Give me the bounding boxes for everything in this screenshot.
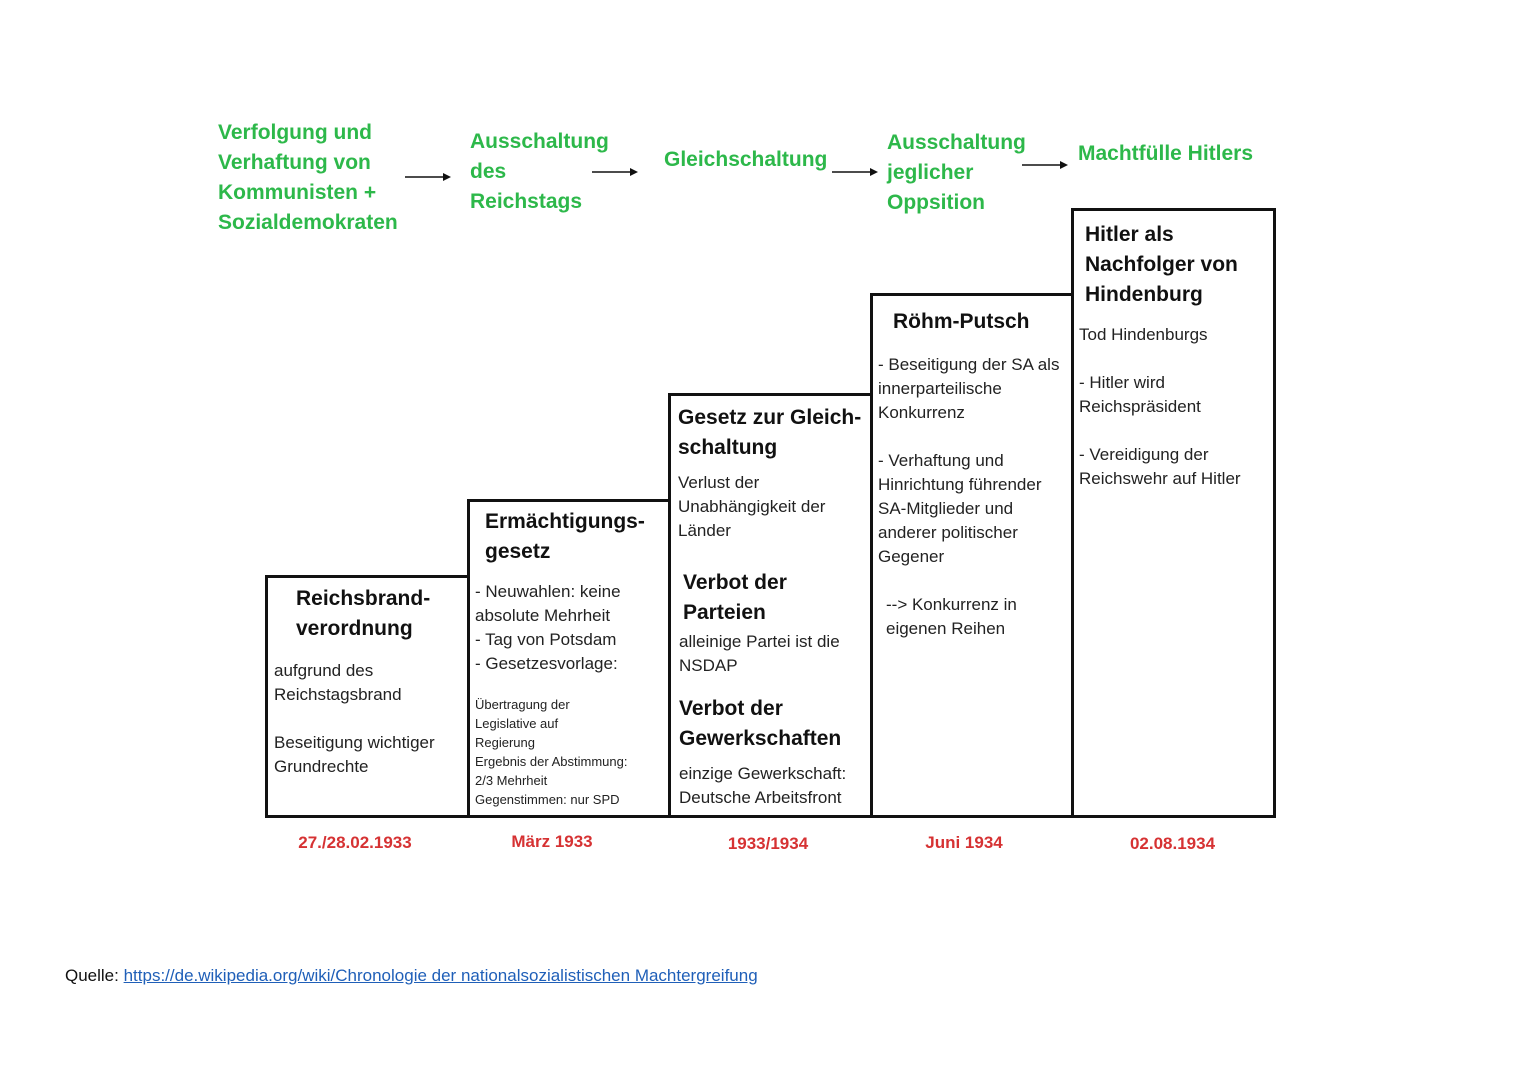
arrow-icon [405,172,451,182]
date-label: 27./28.02.1933 [298,833,412,852]
step-box-hitler-nachfolger: Hitler als Nachfolger von Hindenburg Tod… [1071,208,1276,818]
step-text: - Vereidigung der Reichswehr auf Hitler [1079,445,1241,488]
step-text: alleinige Partei ist die NSDAP [679,632,840,675]
step-box-ermaechtigungsgesetz: Ermächtigungs- gesetz - Neuwahlen: keine… [467,499,672,818]
source-label: Quelle: [65,966,124,985]
arrow-icon [1022,160,1068,170]
step-box-roehm-putsch: Röhm-Putsch - Beseitigung der SA als inn… [870,293,1075,818]
date-label: 02.08.1934 [1129,834,1216,853]
step-title: Reichsbrand- verordnung [296,587,431,640]
step-text: Beseitigung wichtiger Grundrechte [274,733,435,776]
step-text: einzige Gewerkschaft: Deutsche Arbeitsfr… [679,764,847,807]
step-text: Tod Hindenburgs [1079,325,1208,344]
step-title: Gesetz zur Gleich- schaltung [678,406,862,459]
date-label: 1933/1934 [727,834,809,853]
phase-label-5: Machtfülle Hitlers [1078,142,1254,165]
source-line: Quelle: https://de.wikipedia.org/wiki/Ch… [65,965,758,987]
step-title: Ermächtigungs- gesetz [485,510,645,563]
step-box-gleichschaltung: Gesetz zur Gleich- schaltung Verlust der… [668,393,873,818]
phase-label-1: Verfolgung und Verhaftung von Kommuniste… [218,121,398,234]
step-text: - Beseitigung der SA als innerparteilisc… [878,355,1060,422]
step-title: Röhm-Putsch [893,310,1030,333]
step-text: - Verhaftung und Hinrichtung führender S… [878,451,1042,566]
step-subtitle: Verbot der Parteien [683,571,787,624]
arrow-icon [592,167,638,177]
phase-label-2: Ausschaltung des Reichstags [470,130,609,213]
date-label: März 1933 [511,832,593,851]
arrow-icon [832,167,878,177]
step-text: --> Konkurrenz in eigenen Reihen [886,595,1017,638]
source-link[interactable]: https://de.wikipedia.org/wiki/Chronologi… [123,966,758,985]
phase-label-4: Ausschaltung jeglicher Oppsition [887,131,1026,214]
step-text: aufgrund des Reichstagsbrand [274,661,402,704]
step-box-reichsbrandverordnung: Reichsbrand- verordnung aufgrund des Rei… [265,575,470,818]
step-small-text: Übertragung der Legislative auf Regierun… [475,697,628,807]
step-text: Verlust der Unabhängigkeit der Länder [678,473,826,540]
step-text: - Hitler wird Reichspräsident [1079,373,1201,416]
phase-label-3: Gleichschaltung [664,148,828,171]
step-title: Hitler als Nachfolger von Hindenburg [1085,223,1238,306]
date-label: Juni 1934 [925,833,1003,852]
step-text: - Neuwahlen: keine absolute Mehrheit - T… [475,582,621,673]
step-subtitle: Verbot der Gewerkschaften [679,697,842,750]
